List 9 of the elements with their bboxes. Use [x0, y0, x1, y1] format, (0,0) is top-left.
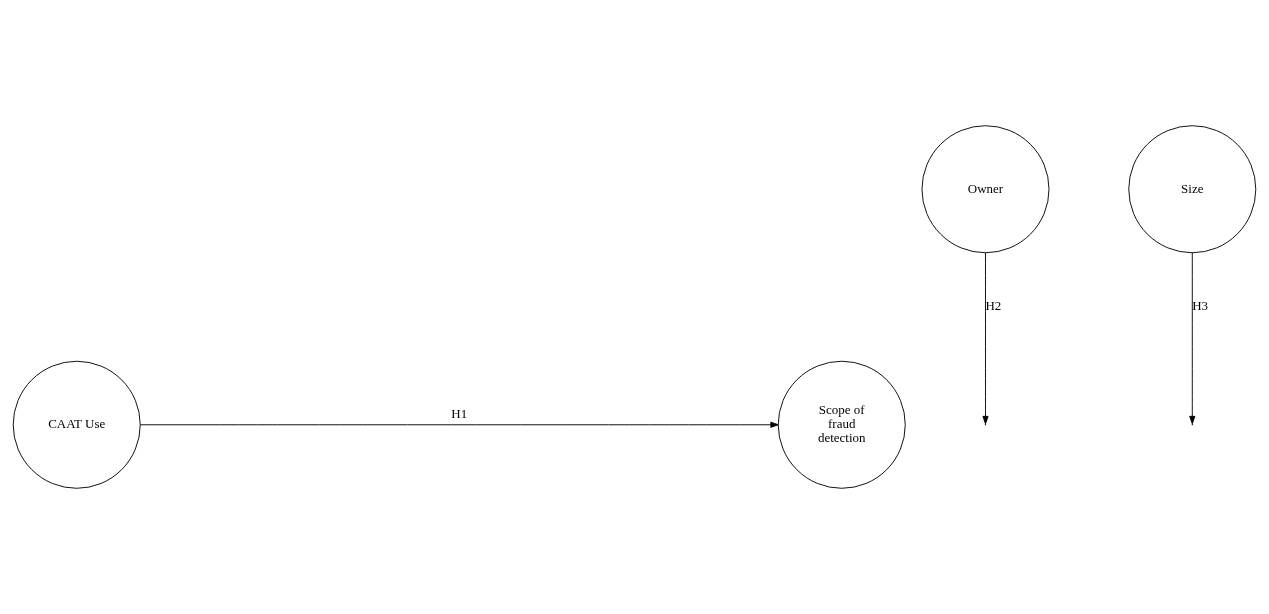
node-circle: Owner [921, 125, 1050, 254]
node-circle: Size [1128, 125, 1257, 254]
edge-label: H1 [451, 406, 468, 422]
arrow [139, 421, 779, 428]
arrow [1189, 252, 1196, 425]
edge-label: H2 [985, 298, 1002, 314]
node-circle: CAAT Use [12, 360, 141, 489]
node-circle: Scope of fraud detection [777, 360, 906, 489]
edge-label: H3 [1192, 298, 1209, 314]
